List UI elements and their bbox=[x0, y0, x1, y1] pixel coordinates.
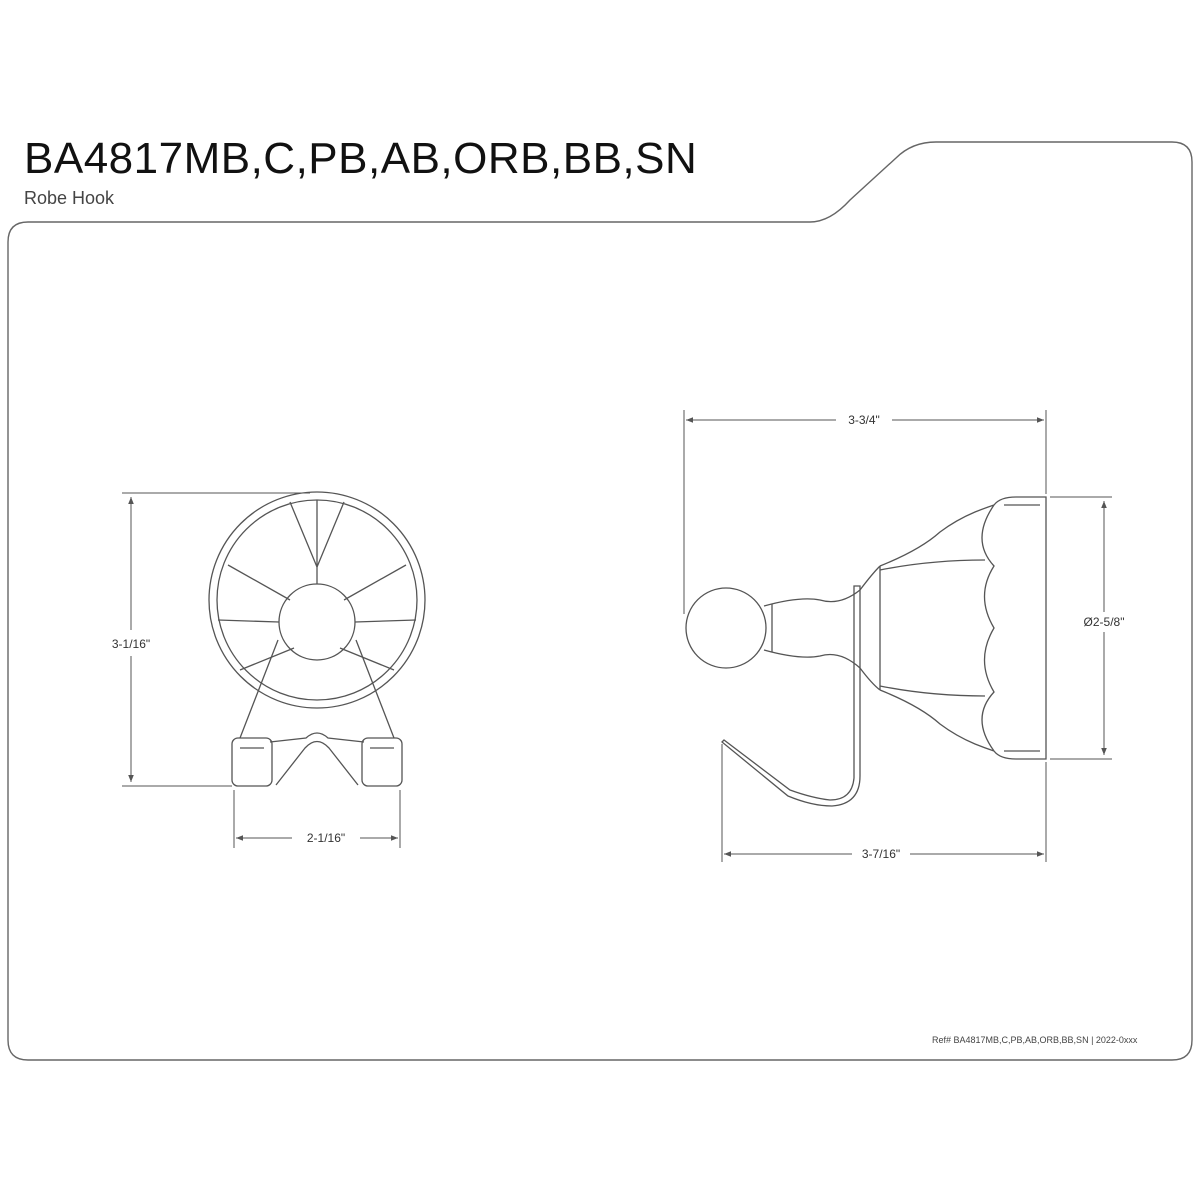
side-view bbox=[685, 496, 1047, 807]
model-number-title: BA4817MB,C,PB,AB,ORB,BB,SN bbox=[24, 134, 698, 183]
product-name-subtitle: Robe Hook bbox=[24, 188, 115, 208]
side-bottom-dimension bbox=[721, 744, 1047, 862]
side-bottom-width-label: 3-7/16" bbox=[862, 847, 900, 861]
front-width-label: 2-1/16" bbox=[307, 831, 345, 845]
side-hook-arm bbox=[721, 585, 861, 807]
front-ring-outer bbox=[208, 491, 426, 709]
front-center-knob bbox=[278, 583, 356, 661]
side-diameter-label: Ø2-5/8" bbox=[1084, 615, 1125, 629]
front-height-label: 3-1/16" bbox=[112, 637, 150, 651]
front-hook-right bbox=[361, 737, 403, 787]
front-hook-left bbox=[231, 737, 273, 787]
sheet-frame bbox=[7, 141, 1193, 1061]
front-view bbox=[208, 491, 426, 787]
side-top-width-label: 3-3/4" bbox=[848, 413, 880, 427]
front-width-dimension bbox=[233, 790, 401, 848]
side-ball bbox=[685, 587, 767, 669]
side-top-dimension bbox=[683, 410, 1047, 614]
drawing-reference: Ref# BA4817MB,C,PB,AB,ORB,BB,SN | 2022-0… bbox=[932, 1035, 1138, 1045]
side-wall-plate bbox=[993, 496, 1047, 760]
side-diameter-dimension bbox=[1050, 496, 1112, 760]
front-height-dimension bbox=[122, 492, 310, 787]
